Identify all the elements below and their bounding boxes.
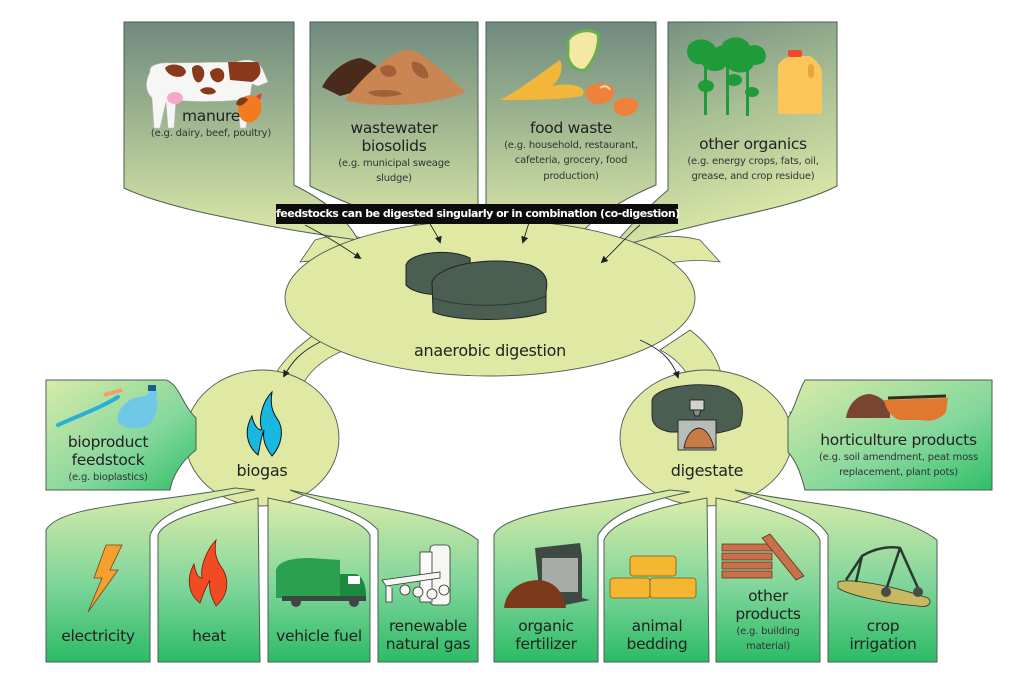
digestate-label: digestate	[670, 461, 744, 480]
biogas-label: biogas	[236, 461, 288, 480]
pivot-irrigator-icon	[837, 546, 931, 607]
product-animal-bedding: animal bedding	[604, 617, 710, 654]
digestate-separator-icon	[651, 384, 743, 451]
gas-pipeline-icon	[381, 544, 451, 606]
other-products-panel	[715, 497, 821, 663]
product-title: animal	[631, 617, 683, 635]
product-title: products	[735, 604, 801, 623]
food-scraps-icon	[500, 29, 639, 116]
product-renewable-natural-gas: renewable natural gas	[378, 617, 478, 654]
crop-irrigation-panel	[734, 489, 938, 663]
product-title: irrigation	[849, 634, 917, 653]
feedstock-examples: sludge)	[376, 173, 412, 185]
garbage-truck-icon	[276, 558, 366, 607]
product-horticulture-products: horticulture products (e.g. soil amendme…	[805, 431, 992, 481]
lightning-icon	[87, 544, 123, 613]
renewable-natural-gas-panel	[289, 489, 479, 663]
cow-chicken-icon	[146, 59, 269, 129]
feedstock-examples: (e.g. household, restaurant,	[504, 139, 638, 151]
feedstock-examples: cafeteria, grocery, food	[514, 155, 628, 167]
product-electricity: electricity	[61, 627, 135, 645]
feedstock-examples: (e.g. municipal sweage	[338, 157, 450, 169]
feedstock-title: manure	[181, 107, 240, 125]
product-examples: (e.g. bioplastics)	[68, 471, 148, 483]
hay-bales-icon	[609, 555, 697, 599]
product-title: bioproduct	[67, 433, 149, 451]
feedstock-title: other organics	[699, 135, 807, 153]
process-label: anaerobic digestion	[414, 341, 566, 360]
feedstock-examples: (e.g. dairy, beef, poultry)	[150, 127, 272, 139]
soil-pots-icon	[846, 394, 948, 421]
electricity-panel	[45, 487, 256, 663]
product-examples: material)	[746, 641, 790, 653]
product-examples: replacement, plant pots)	[839, 467, 958, 479]
product-title: fertilizer	[515, 634, 577, 653]
fertilizer-bag-icon	[504, 543, 590, 608]
feedstock-other-organics: other organics (e.g. energy crops, fats,…	[668, 135, 838, 185]
flame-icon	[246, 390, 282, 457]
bioproduct-feedstock-panel	[45, 379, 197, 491]
feedstock-wastewater-biosolids: wastewater biosolids (e.g. municipal swe…	[310, 119, 478, 187]
product-vehicle-fuel: vehicle fuel	[276, 627, 362, 645]
product-title: horticulture products	[820, 431, 977, 449]
feedstock-examples: production)	[543, 170, 599, 182]
co-digestion-note: feedstocks can be digested singularly or…	[276, 204, 680, 224]
feedstock-title: biosolids	[361, 136, 427, 155]
product-title: feedstock	[71, 450, 145, 469]
product-other-products: other products (e.g. building material)	[716, 587, 820, 655]
feedstock-manure: manure (e.g. dairy, beef, poultry)	[124, 107, 298, 141]
feedstock-title: wastewater	[350, 119, 438, 137]
product-title: organic	[518, 617, 574, 635]
output-arrows	[283, 339, 680, 379]
lumber-icon	[721, 533, 805, 581]
product-heat: heat	[192, 627, 226, 645]
product-title: renewable	[388, 617, 468, 635]
product-bioproduct-feedstock: bioproduct feedstock (e.g. bioplastics)	[46, 433, 170, 485]
toothbrush-bottle-icon	[56, 385, 158, 429]
sludge-pile-icon	[322, 49, 466, 106]
product-title: bedding	[626, 634, 688, 653]
feedstock-examples: grease, and crop residue)	[691, 171, 815, 183]
crops-oil-jug-icon	[687, 37, 822, 116]
feedstock-title: food waste	[529, 119, 613, 137]
feedstock-examples: (e.g. energy crops, fats, oil,	[687, 155, 819, 167]
product-title: other	[748, 587, 788, 605]
product-crop-irrigation: crop irrigation	[828, 617, 938, 654]
product-title: natural gas	[385, 634, 471, 653]
organic-fertilizer-panel	[493, 489, 691, 663]
product-examples: (e.g. building	[736, 625, 800, 637]
feedstock-food-waste: food waste (e.g. household, restaurant, …	[486, 119, 656, 184]
fire-icon	[188, 538, 228, 607]
product-organic-fertilizer: organic fertilizer	[494, 617, 598, 654]
digester-tanks-icon	[405, 251, 548, 320]
product-title: crop	[866, 617, 900, 635]
product-examples: (e.g. soil amendment, peat moss	[818, 451, 979, 463]
